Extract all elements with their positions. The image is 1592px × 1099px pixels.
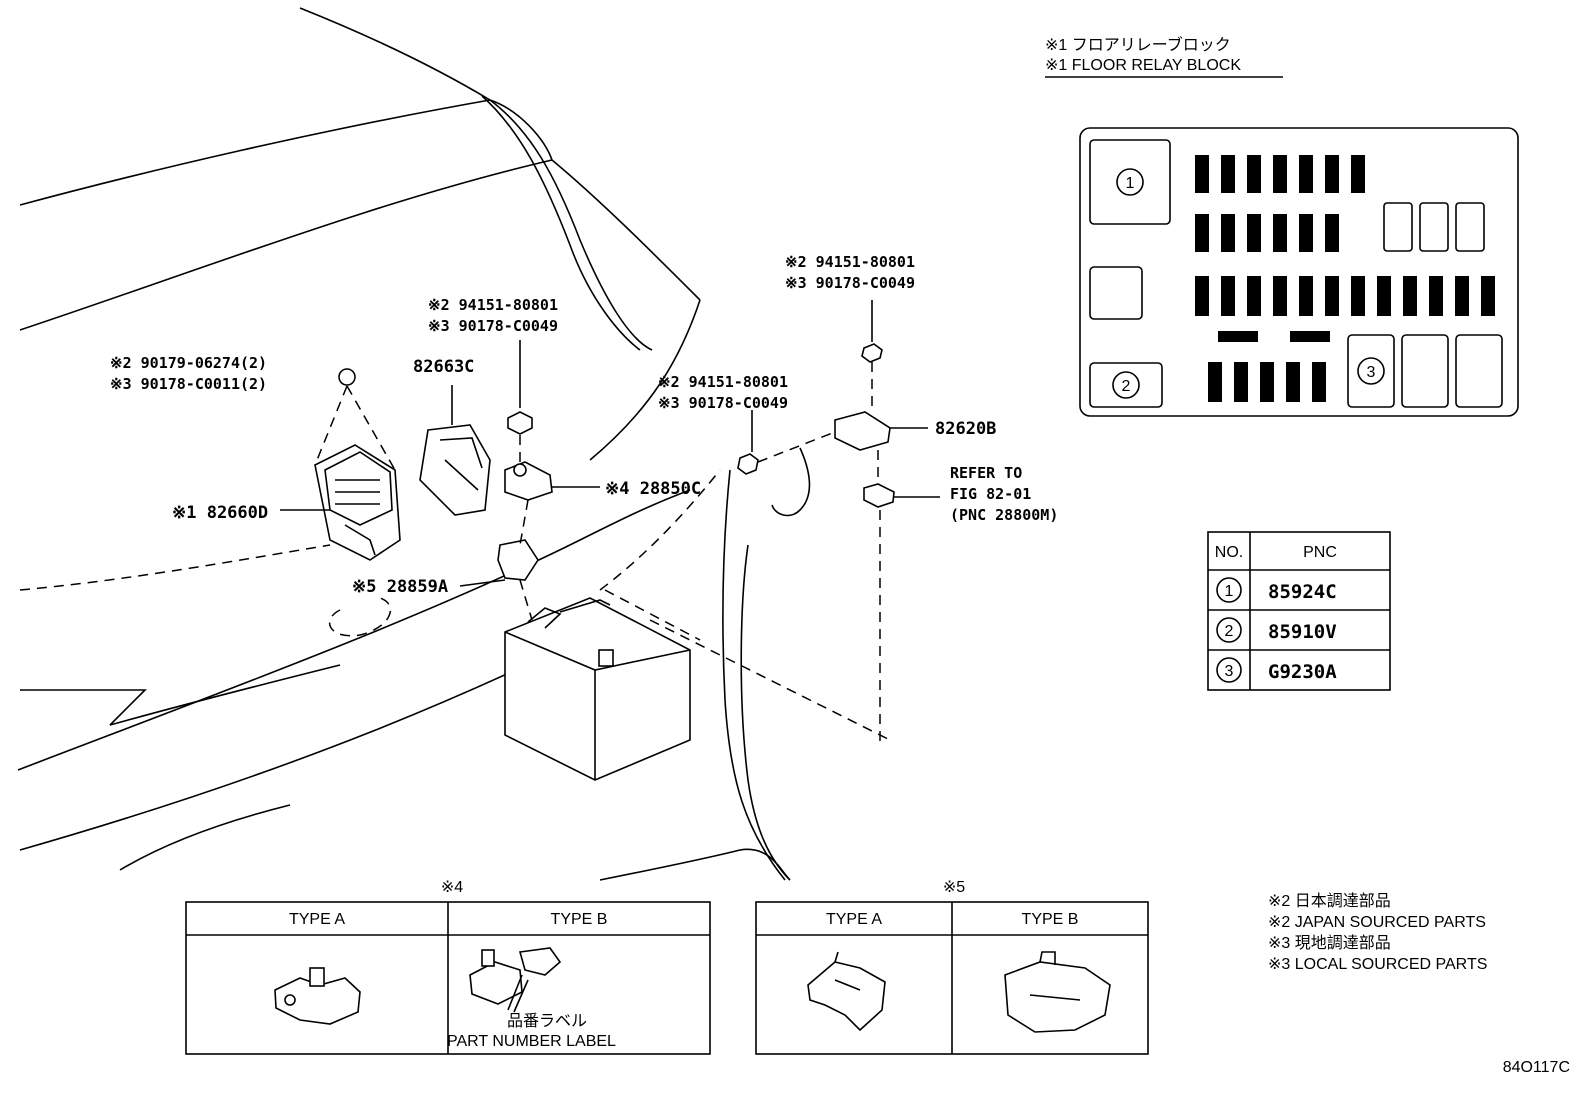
battery-drawing bbox=[504, 597, 691, 781]
callout-90178-c0049-a: ※3 90178-C0049 bbox=[428, 317, 558, 335]
leader-lines bbox=[280, 300, 940, 745]
holder-82620b-drawing bbox=[771, 411, 895, 517]
note-3: ※3 現地調達部品 bbox=[1268, 934, 1391, 952]
part-number-label-en: PART NUMBER LABEL bbox=[447, 1033, 616, 1050]
relay-marker-2: 2 bbox=[1122, 378, 1131, 395]
relay-block-title-en: ※1 FLOOR RELAY BLOCK bbox=[1045, 57, 1241, 74]
table-row: 1 85924C bbox=[1216, 577, 1337, 603]
refer-line-1: REFER TO bbox=[950, 464, 1022, 482]
fuse-icon bbox=[1377, 276, 1391, 316]
fuse-grid bbox=[1195, 155, 1495, 402]
fuse-icon bbox=[1247, 155, 1261, 193]
table-row: 3 G9230A bbox=[1216, 657, 1337, 683]
pnc-header-no: NO. bbox=[1215, 544, 1243, 561]
note-4: ※3 LOCAL SOURCED PARTS bbox=[1268, 956, 1487, 973]
floor-relay-block-inset: ※1 フロアリレーブロック ※1 FLOOR RELAY BLOCK 1 2 3 bbox=[1045, 35, 1519, 417]
callout-90178-c0049-b: ※3 90178-C0049 bbox=[658, 394, 788, 412]
type-b-header-4: TYPE B bbox=[551, 911, 608, 928]
fuse-icon bbox=[1325, 214, 1339, 252]
type-b-header-5: TYPE B bbox=[1022, 911, 1079, 928]
type-a-header-5: TYPE A bbox=[826, 911, 882, 928]
fuse-icon bbox=[1273, 155, 1287, 193]
bracket-28859a-drawing bbox=[497, 539, 539, 581]
svg-text:2: 2 bbox=[1225, 623, 1234, 640]
svg-text:G9230A: G9230A bbox=[1268, 661, 1337, 683]
callout-90178-c0049-c: ※3 90178-C0049 bbox=[785, 274, 915, 292]
fuse-icon bbox=[1273, 276, 1287, 316]
type-table-5-mark: ※5 bbox=[943, 879, 965, 896]
fuse-icon bbox=[1455, 276, 1469, 316]
fuse-icon bbox=[1260, 362, 1274, 402]
fuse-icon bbox=[1299, 155, 1313, 193]
callout-94151-80801-b: ※2 94151-80801 bbox=[658, 373, 788, 391]
callout-28850c: ※4 28850C bbox=[605, 479, 701, 499]
fuse-icon bbox=[1481, 276, 1495, 316]
relay-block-title-jp: ※1 フロアリレーブロック bbox=[1045, 35, 1231, 54]
fuse-icon bbox=[1429, 276, 1443, 316]
bracket-type-a-drawing bbox=[807, 951, 886, 1032]
svg-text:85910V: 85910V bbox=[1268, 621, 1337, 643]
fuse-icon bbox=[1325, 155, 1339, 193]
svg-text:1: 1 bbox=[1225, 583, 1234, 600]
relay-marker-3: 3 bbox=[1367, 364, 1376, 381]
refer-line-3: (PNC 28800M) bbox=[950, 506, 1058, 524]
callout-94151-80801-a: ※2 94151-80801 bbox=[428, 296, 558, 314]
sensor-type-b-drawing bbox=[469, 947, 562, 1013]
bolt-icon bbox=[338, 343, 883, 475]
fuse-icon bbox=[1195, 214, 1209, 252]
fuse-icon bbox=[1195, 276, 1209, 316]
fuse-icon bbox=[1247, 214, 1261, 252]
type-table-5: ※5 TYPE A TYPE B bbox=[755, 879, 1149, 1055]
figure-code: 84O117C bbox=[1503, 1059, 1570, 1076]
refer-line-2: FIG 82-01 bbox=[950, 485, 1031, 503]
callout-82663c: 82663C bbox=[413, 357, 474, 377]
sourcing-notes: ※2 日本調達部品 ※2 JAPAN SOURCED PARTS ※3 現地調達… bbox=[1268, 892, 1487, 973]
fuse-icon bbox=[1312, 362, 1326, 402]
callout-82660d: ※1 82660D bbox=[172, 503, 268, 523]
fuse-icon bbox=[1247, 276, 1261, 316]
fuse-icon bbox=[1273, 214, 1287, 252]
fuse-icon bbox=[1325, 276, 1339, 316]
table-row: 2 85910V bbox=[1216, 617, 1337, 643]
relay-marker-1: 1 bbox=[1126, 175, 1135, 192]
relay-block-82660d-drawing bbox=[314, 444, 401, 561]
fuse-icon bbox=[1286, 362, 1300, 402]
fuse-icon bbox=[1221, 155, 1235, 193]
fuse-icon bbox=[1221, 214, 1235, 252]
type-a-header-4: TYPE A bbox=[289, 911, 345, 928]
pnc-header-pnc: PNC bbox=[1303, 544, 1337, 561]
note-1: ※2 日本調達部品 bbox=[1268, 892, 1391, 910]
callout-labels: ※2 90179-06274(2) ※3 90178-C0011(2) 8266… bbox=[110, 253, 1058, 597]
fuse-icon bbox=[1221, 276, 1235, 316]
fuse-icon bbox=[1299, 214, 1313, 252]
fuse-icon bbox=[1299, 276, 1313, 316]
callout-82620b: 82620B bbox=[935, 419, 996, 439]
fuse-icon bbox=[1351, 276, 1365, 316]
sensor-type-a-drawing bbox=[274, 967, 361, 1025]
type-table-4: ※4 TYPE A TYPE B 品番ラベル PART NUMBER LABEL bbox=[185, 879, 711, 1055]
fuse-icon bbox=[1208, 362, 1222, 402]
callout-28859a: ※5 28859A bbox=[352, 577, 448, 597]
type-table-4-mark: ※4 bbox=[441, 879, 463, 896]
callout-94151-80801-c: ※2 94151-80801 bbox=[785, 253, 915, 271]
fuse-icon bbox=[1403, 276, 1417, 316]
part-number-label-jp: 品番ラベル bbox=[507, 1012, 587, 1030]
svg-text:3: 3 bbox=[1225, 663, 1234, 680]
fuse-icon bbox=[1195, 155, 1209, 193]
callout-90178-c0011: ※3 90178-C0011(2) bbox=[110, 375, 267, 393]
callout-90179-06274: ※2 90179-06274(2) bbox=[110, 354, 267, 372]
svg-text:85924C: 85924C bbox=[1268, 581, 1337, 603]
fuse-icon bbox=[1234, 362, 1248, 402]
cover-82663c-drawing bbox=[419, 424, 491, 516]
bracket-type-b-drawing bbox=[1004, 951, 1111, 1033]
fuse-icon bbox=[1218, 331, 1258, 342]
sensor-28850c-drawing bbox=[504, 461, 553, 501]
fuse-icon bbox=[1290, 331, 1330, 342]
pnc-table: NO. PNC 1 85924C 2 85910V 3 G9230A bbox=[1207, 531, 1391, 691]
fuse-icon bbox=[1351, 155, 1365, 193]
note-2: ※2 JAPAN SOURCED PARTS bbox=[1268, 914, 1486, 931]
